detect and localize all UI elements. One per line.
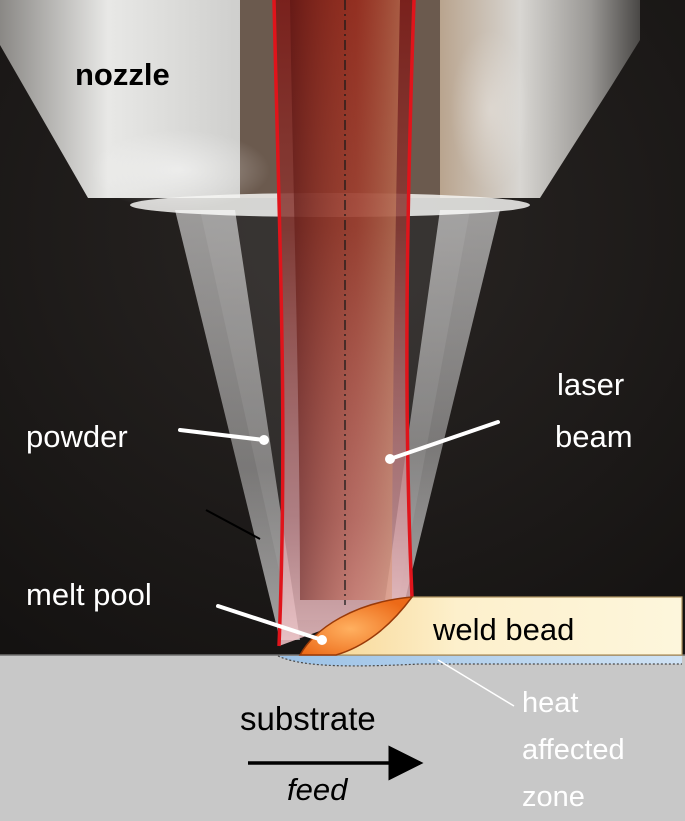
- laser-outline-left: [272, 0, 285, 647]
- laser-label-line2: beam: [555, 419, 633, 454]
- powder-leader-line: [178, 428, 266, 442]
- haz-leader-line: [437, 659, 515, 707]
- feed-label: feed: [287, 772, 349, 807]
- substrate-block: [0, 655, 685, 821]
- laser-beam: [272, 0, 416, 647]
- haz-label-line3: zone: [522, 781, 585, 813]
- melt-pool-leader-dot: [317, 635, 327, 645]
- haz-label-line2: affected: [522, 734, 625, 766]
- melt-pool-label: melt pool: [26, 577, 152, 612]
- nozzle-label: nozzle: [75, 57, 170, 92]
- laser-leader-line: [388, 420, 500, 461]
- melt-pool-shape: [298, 596, 414, 656]
- laser-outline-right: [405, 0, 416, 598]
- weld-bead-label: weld bead: [432, 612, 574, 647]
- laser-label-line1: laser: [557, 367, 624, 402]
- substrate-label: substrate: [240, 700, 376, 737]
- melt-pool-leader-line: [216, 604, 324, 642]
- haz-boundary: [277, 655, 682, 667]
- scratch-mark: [205, 509, 261, 540]
- powder-leader-dot: [259, 435, 269, 445]
- laser-leader-dot: [385, 454, 395, 464]
- powder-label: powder: [26, 419, 128, 454]
- haz-label-line1: heat: [522, 687, 578, 719]
